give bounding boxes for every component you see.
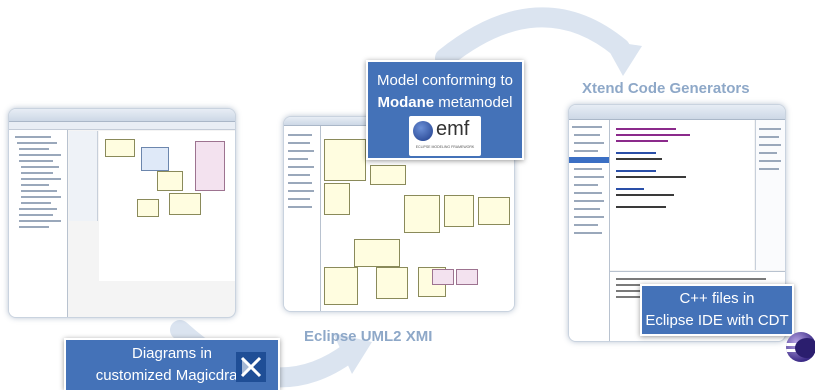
- uml-class-node: [478, 197, 510, 225]
- magicdraw-toolbar: [9, 109, 235, 122]
- uml-caption: Eclipse UML2 XMI: [304, 328, 433, 345]
- eclipse-icon: [786, 332, 815, 362]
- emf-logo-text: emf: [436, 118, 470, 140]
- magicdraw-class-node: [141, 147, 169, 171]
- arrow-head-to-xmi: [333, 333, 372, 374]
- uml-class-node: [354, 239, 400, 267]
- uml-package-node: [456, 269, 478, 285]
- uml-package-node: [432, 269, 454, 285]
- uml-palette: [284, 126, 321, 311]
- cpp-callout-line1: C++ files in: [679, 290, 755, 307]
- model-callout-line1: Model conforming to: [377, 72, 513, 89]
- model-callout-line2: Modane metamodel: [377, 92, 512, 114]
- eclipse-outline: [755, 120, 785, 270]
- uml-class-node: [376, 267, 408, 299]
- cpp-callout-line2: Eclipse IDE with CDT: [645, 312, 789, 329]
- magicdraw-toolbar-row: [9, 122, 235, 130]
- uml-xmi-screenshot: [283, 116, 515, 312]
- magicdraw-class-node: [195, 141, 225, 191]
- model-callout: Model conforming to Modane metamodel emf…: [366, 60, 524, 160]
- cpp-callout: C++ files in Eclipse IDE with CDT: [640, 284, 794, 336]
- emf-globe-icon: [413, 121, 433, 141]
- uml-class-node: [324, 267, 358, 305]
- uml-class-node: [324, 183, 350, 215]
- model-callout-rest: metamodel: [434, 94, 513, 111]
- eclipse-project-explorer: [569, 120, 610, 341]
- magicdraw-class-node: [137, 199, 159, 217]
- diagrams-callout-line2: customized Magicdraw: [95, 367, 249, 384]
- magicdraw-class-node: [157, 171, 183, 191]
- magicdraw-screenshot: [8, 108, 236, 318]
- eclipse-toolbar: [569, 105, 785, 120]
- uml-class-node: [324, 139, 366, 181]
- eclipse-editor: [610, 120, 754, 270]
- arrow-head-to-generators: [603, 40, 642, 76]
- xtend-caption: Xtend Code Generators: [582, 80, 750, 97]
- uml-class-node: [370, 165, 406, 185]
- magicdraw-class-node: [105, 139, 135, 157]
- magicdraw-class-node: [169, 193, 201, 215]
- arrow-to-generators: [435, 7, 630, 68]
- emf-logo-subtext: ECLIPSE MODELING FRAMEWORK: [415, 145, 475, 149]
- emf-logo-icon: emf ECLIPSE MODELING FRAMEWORK: [409, 116, 481, 156]
- uml-class-node: [444, 195, 474, 227]
- magicdraw-palette: [69, 131, 98, 221]
- magicdraw-containment-tree: [9, 130, 68, 317]
- diagrams-callout-line1: Diagrams in: [131, 345, 213, 362]
- modane-name: Modane: [377, 94, 435, 111]
- uml-class-node: [404, 195, 440, 233]
- magicdraw-icon: [236, 352, 266, 382]
